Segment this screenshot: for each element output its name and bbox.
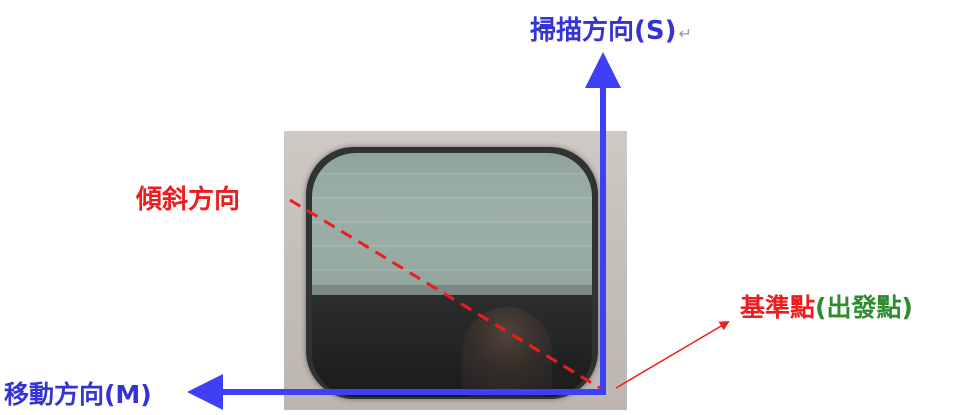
paragraph-mark-icon: ↵ — [678, 24, 692, 43]
scan-direction-label: 掃描方向(S)↵ — [530, 18, 692, 44]
base-point-paren-close: ) — [901, 293, 913, 322]
passenger-silhouette — [462, 307, 552, 397]
move-direction-text: 移動方向(M) — [4, 380, 152, 409]
base-point-text: 基準點 — [740, 293, 816, 322]
tilt-direction-line — [289, 198, 601, 390]
tilt-direction-label: 傾斜方向 — [136, 185, 241, 215]
base-point-paren-open: ( — [815, 293, 827, 322]
scan-direction-text: 掃描方向(S) — [530, 16, 677, 46]
base-point-label: 基準點(出發點) — [740, 295, 913, 320]
window-blind — [312, 153, 592, 285]
base-point-arrow — [615, 320, 730, 389]
base-point-origin-text: 出發點 — [826, 293, 902, 322]
window-divider — [312, 285, 592, 295]
train-window-photo — [284, 131, 627, 410]
move-direction-label: 移動方向(M) — [4, 382, 152, 407]
window-glass — [312, 153, 592, 397]
